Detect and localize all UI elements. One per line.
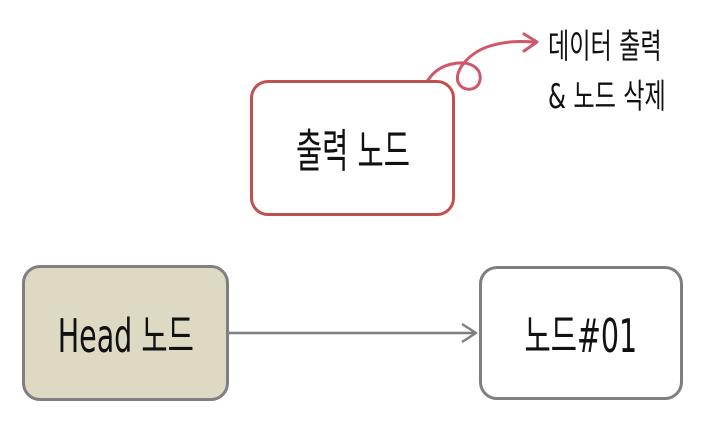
connector-arrowhead: [461, 322, 478, 344]
node-01[interactable]: 노드#01: [479, 266, 683, 400]
head-node[interactable]: Head 노드: [22, 265, 229, 401]
annotation-line-1: 데이터 출력: [548, 27, 662, 67]
curly-arrowhead: [522, 32, 539, 53]
node-01-label: 노드#01: [524, 309, 638, 363]
annotation-note: 데이터 출력 & 노드 삭제: [548, 22, 718, 122]
annotation-line-2: & 노드 삭제: [548, 77, 666, 117]
curly-arrow: [420, 40, 536, 108]
head-node-label: Head 노드: [57, 309, 194, 363]
output-node[interactable]: 출력 노드: [250, 80, 455, 216]
output-node-label: 출력 노드: [295, 124, 410, 178]
